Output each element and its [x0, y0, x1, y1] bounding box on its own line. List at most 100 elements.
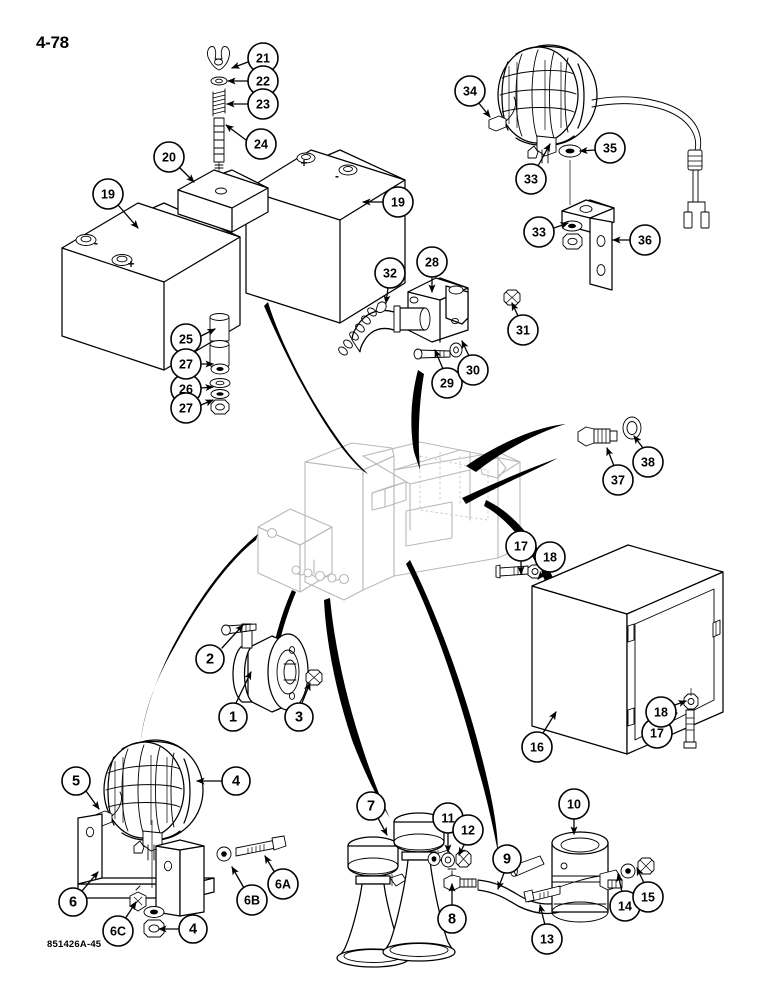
callout-number: 19: [101, 188, 115, 202]
plug-and-washer: [577, 416, 642, 447]
figure-id: 851426A-45: [47, 939, 102, 950]
callout-24: 24: [225, 124, 277, 160]
callout-bubble: [236, 884, 268, 916]
callout-4: 4: [158, 914, 208, 944]
callout-number: 16: [530, 741, 544, 755]
callout-leader: [497, 872, 505, 890]
callout-leader: [606, 447, 615, 467]
callout-number: 30: [466, 364, 480, 378]
callout-number: 29: [440, 377, 454, 391]
callout-number: 13: [540, 933, 554, 947]
callout-bubble: [492, 844, 522, 874]
alternator-assembly: [221, 623, 323, 713]
callout-leader: [633, 435, 644, 449]
callout-bubble: [531, 923, 563, 955]
callout-9: 9: [492, 844, 522, 890]
callout-leader: [124, 901, 137, 920]
battery-terminal-sign: +: [127, 257, 134, 271]
callout-leader: [383, 287, 391, 304]
callout-31: 31: [507, 302, 539, 346]
callout-layer: 12344566A6B6C789101112131415161718171819…: [58, 42, 687, 955]
callout-number: 24: [254, 138, 268, 152]
callout-leader: [179, 167, 195, 183]
callout-18: 18: [534, 541, 566, 580]
callout-number: 31: [516, 324, 530, 338]
callout-number: 15: [641, 891, 655, 905]
callout-leader: [200, 384, 214, 392]
page-number: 4-78: [36, 33, 69, 52]
callout-leader: [225, 124, 247, 141]
callout-bubble: [521, 731, 553, 763]
callout-leader: [200, 399, 214, 407]
callout-bubble: [284, 702, 314, 732]
callout-28: 28: [416, 246, 448, 293]
callout-6c: 6C: [102, 901, 137, 947]
callout-leader: [231, 61, 249, 69]
callout-bubble: [247, 88, 279, 120]
battery-assembly: [61, 149, 406, 371]
battery-terminal-sign: -: [335, 169, 339, 183]
callout-25: 25: [170, 323, 216, 355]
callout-number: 21: [256, 52, 270, 66]
callout-leader: [537, 570, 546, 580]
callout-3: 3: [284, 682, 314, 732]
callout-leader: [85, 790, 100, 810]
callout-15: 15: [632, 867, 664, 913]
battery-terminal-sign: +: [300, 156, 307, 170]
callout-bubble: [416, 246, 448, 278]
callout-38: 38: [632, 435, 664, 478]
callout-number: 32: [383, 267, 397, 281]
callout-leader: [458, 844, 466, 856]
callout-number: 19: [391, 196, 405, 210]
callout-number: 22: [256, 75, 270, 89]
callout-4: 4: [196, 766, 251, 796]
callout-32: 32: [374, 257, 406, 304]
callout-leader: [231, 866, 245, 889]
callout-bubble: [534, 541, 566, 573]
callout-bubble: [629, 224, 661, 256]
callout-5: 5: [61, 766, 100, 810]
callout-leader: [461, 340, 470, 357]
callout-bubble: [58, 887, 88, 917]
callout-27: 27: [170, 348, 214, 380]
callout-number: 8: [448, 912, 456, 928]
callout-bubble: [594, 132, 626, 164]
callout-number: 27: [179, 402, 193, 416]
callout-number: 27: [179, 358, 193, 372]
battery-terminal-signs: -++-: [94, 156, 339, 271]
callout-number: 5: [72, 774, 80, 790]
callout-8: 8: [437, 883, 467, 934]
callout-number: 36: [638, 234, 652, 248]
callout-bubble: [431, 367, 463, 399]
starter-solenoid-assembly: [338, 277, 521, 360]
callout-12: 12: [452, 814, 484, 856]
callout-number: 4: [189, 922, 197, 938]
tool-box-assembly: [495, 544, 724, 755]
callout-21: 21: [231, 42, 279, 74]
callout-36: 36: [612, 224, 661, 256]
callout-bubble: [245, 128, 277, 160]
callout-leader: [477, 101, 491, 118]
callout-13: 13: [531, 904, 563, 955]
callout-number: 10: [567, 798, 581, 812]
callout-bubble: [452, 814, 484, 846]
callout-number: 14: [618, 900, 632, 914]
callout-27: 27: [170, 392, 214, 424]
callout-number: 28: [425, 256, 439, 270]
callout-18: 18: [645, 696, 687, 728]
callout-bubble: [61, 766, 91, 796]
callout-37: 37: [602, 447, 634, 496]
callout-number: 12: [461, 824, 475, 838]
callout-bubble: [221, 766, 251, 796]
callout-bubble: [645, 696, 677, 728]
callout-leader: [616, 873, 624, 893]
callout-number: 9: [503, 852, 511, 868]
callout-leader: [511, 302, 519, 317]
callout-leader: [537, 143, 551, 167]
callout-bubble: [515, 163, 547, 195]
flood-lamp-assembly-front: [77, 739, 287, 938]
callout-leader: [264, 855, 276, 874]
callout-number: 6B: [244, 894, 260, 908]
callout-bubble: [218, 702, 248, 732]
